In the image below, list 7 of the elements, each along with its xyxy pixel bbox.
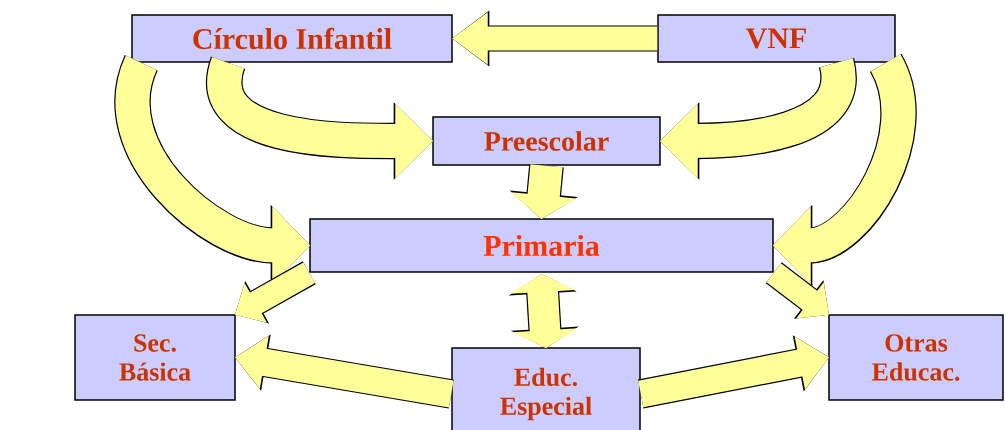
text-box: Primaria (309, 218, 774, 273)
text-box: Otras Educac. (828, 314, 1004, 401)
text-box: Círculo Infantil (131, 14, 453, 63)
text-box: VNF (657, 14, 896, 63)
text-box: Sec. Básica (74, 314, 236, 401)
text-box: Educ. Especial (451, 347, 641, 430)
text-box: Preescolar (432, 116, 661, 166)
